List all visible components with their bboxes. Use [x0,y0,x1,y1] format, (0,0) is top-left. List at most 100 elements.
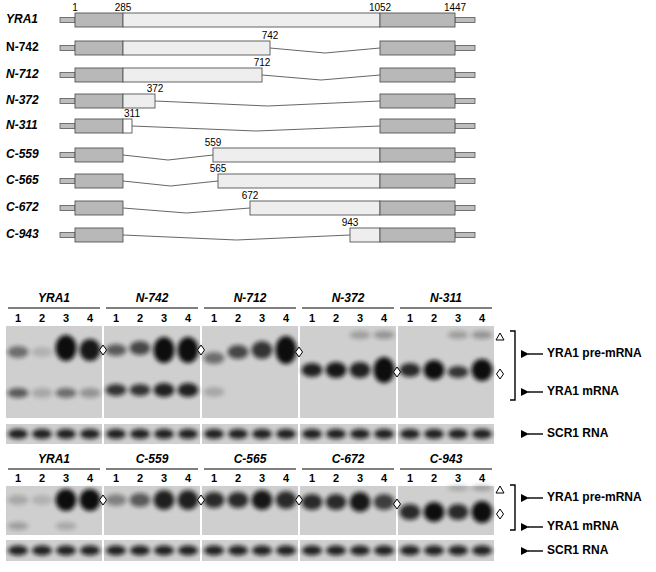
rna-band [448,504,469,520]
rna-band [374,331,395,339]
scr1-band [154,546,174,556]
variable-region [350,228,380,242]
deletion-line [155,101,380,106]
panel-header: C-559 [136,453,169,466]
loading-control-blot [6,424,102,444]
construct-name: N-311 [6,119,38,132]
lane-number: 4 [381,472,387,484]
lane-number: 3 [259,472,265,484]
header-rule [106,307,198,308]
diamond-marker [100,345,107,355]
lane-number: 2 [333,312,339,324]
position-number: 565 [210,163,227,174]
northern-blot [6,326,102,418]
variable-region [123,41,270,55]
loading-control-blot [398,424,494,444]
rna-band [204,387,225,397]
rna-band [80,388,101,398]
utr-bar [60,73,75,78]
pointer-arrow [528,433,543,434]
pointer-arrow [528,526,543,527]
construct-name: C-559 [6,148,39,161]
scr1-band [56,429,76,439]
exon-box [380,13,455,27]
utr-bar [60,153,75,158]
utr-bar [60,99,75,104]
pointer-arrow [528,550,543,551]
header-rule [302,307,394,308]
scr1-band [448,429,468,439]
scr1-band [326,429,346,439]
utr-bar [455,153,475,158]
loading-control-blot [300,424,396,444]
rna-band [400,363,421,377]
position-number: 943 [342,217,359,228]
rna-band [130,341,151,355]
position-number: 311 [124,108,140,119]
rna-band [106,494,127,506]
header-rule [302,468,394,469]
loading-control-blot [300,540,396,561]
position-number: 1447 [444,2,466,13]
northern-blot [398,326,494,418]
diamond-marker [497,509,504,519]
diamond-marker [198,345,205,355]
lane-number: 3 [161,312,167,324]
lane-number: 4 [185,472,191,484]
band-label: YRA1 pre-mRNA [547,491,642,504]
panel-header: N-712 [234,292,267,305]
triangle-marker [496,333,504,340]
rna-band [302,494,323,510]
scr1-band [178,429,198,439]
northern-blot [104,326,200,418]
deletion-line [123,155,213,160]
scr1-band [80,429,100,439]
diamond-marker [100,495,107,505]
scr1-band [154,429,174,439]
utr-bar [455,99,475,104]
lane-number: 4 [381,312,387,324]
header-rule [204,307,296,308]
rna-band [178,383,199,397]
triangle-marker [496,486,504,493]
rna-band [350,331,371,339]
construct-name: C-672 [6,201,39,214]
rna-band [448,485,469,491]
panel-header: YRA1 [38,453,70,466]
lane-number: 1 [15,312,21,324]
bracket [510,485,515,530]
exon-box [380,94,455,108]
construct-name: C-943 [6,228,39,241]
header-rule [106,468,198,469]
lane-number: 1 [309,312,315,324]
lane-number: 1 [113,312,119,324]
exon-box [380,119,455,133]
lane-number: 3 [357,472,363,484]
lane-number: 2 [431,312,437,324]
scr1-band [424,429,444,439]
rna-band [56,388,77,398]
rna-band [8,388,29,398]
exon-box [380,68,455,82]
scr1-band [106,546,126,556]
lane-number: 3 [161,472,167,484]
lane-number: 2 [431,472,437,484]
header-rule [400,307,492,308]
lane-number: 3 [455,312,461,324]
lane-number: 4 [283,312,289,324]
rna-band [424,360,445,380]
lane-number: 4 [87,312,93,324]
rna-band [32,495,53,505]
lane-number: 2 [137,312,143,324]
rna-band [374,494,395,510]
rna-band [8,346,29,358]
diamond-marker [296,347,303,357]
position-number: 559 [205,137,222,148]
lane-number: 1 [211,312,217,324]
lane-number: 2 [333,472,339,484]
scr1-band [204,429,224,439]
rna-band [80,339,101,361]
diamond-marker [198,495,205,505]
exon-box [75,228,123,242]
rna-band [154,490,175,510]
